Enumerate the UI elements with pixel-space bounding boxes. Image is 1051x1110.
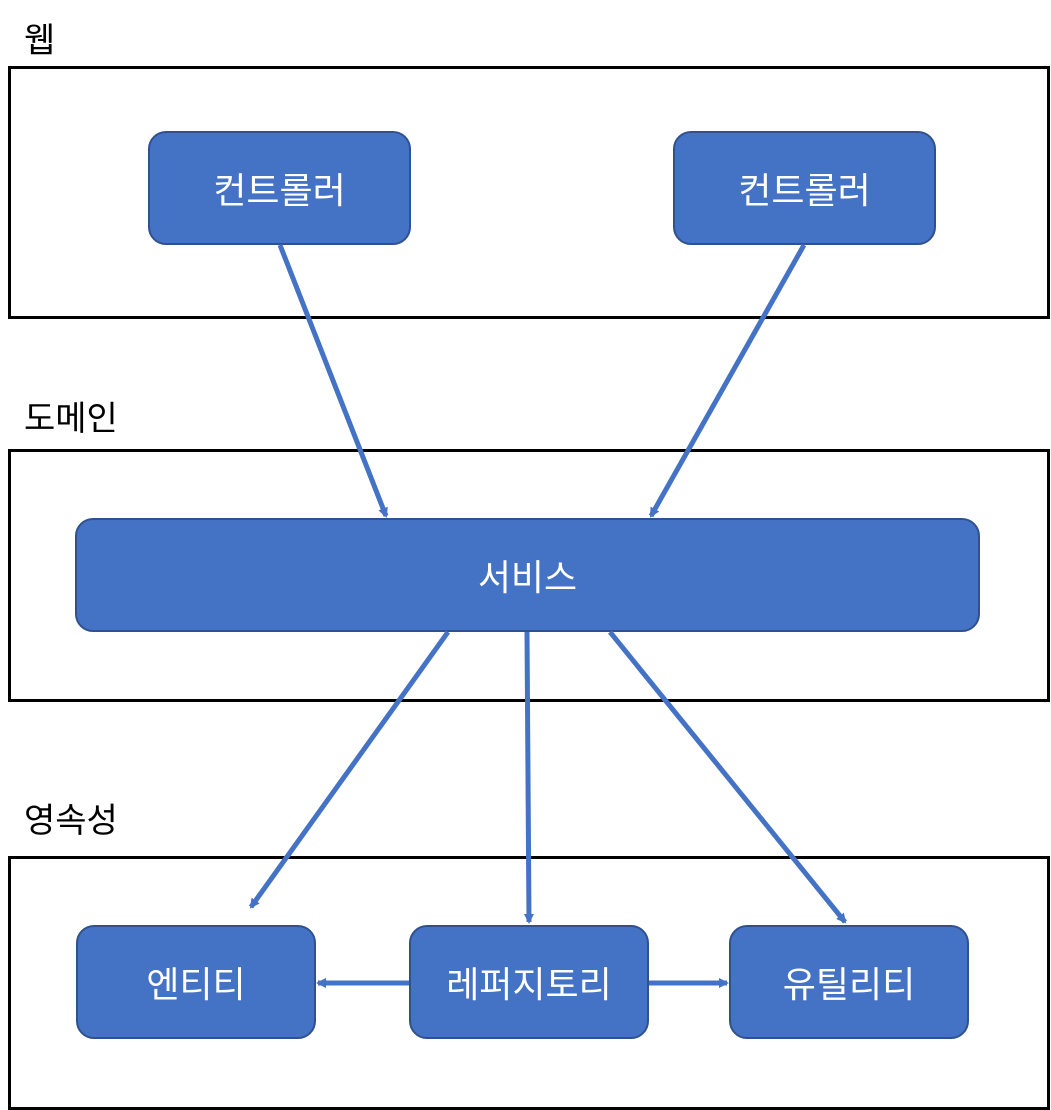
repository-node: 레퍼지토리 <box>409 925 649 1039</box>
arrow-service-to-entity <box>248 630 451 909</box>
web-layer-label: 웹 <box>24 21 56 61</box>
entity-node-label: 엔티티 <box>146 965 246 1006</box>
controller-node-left-label: 컨트롤러 <box>213 171 346 212</box>
domain-layer-label: 도메인 <box>24 399 118 439</box>
persistence-layer-label: 영속성 <box>24 801 118 841</box>
controller-node-left: 컨트롤러 <box>148 131 411 245</box>
service-node-label: 서비스 <box>477 558 578 599</box>
controller-node-right: 컨트롤러 <box>673 131 936 245</box>
arrow-service-to-utility <box>608 630 847 924</box>
utility-node: 유틸리티 <box>729 925 969 1039</box>
entity-node: 엔티티 <box>76 925 316 1039</box>
arrow-controller-left-to-service <box>277 244 389 518</box>
utility-node-label: 유틸리티 <box>782 965 916 1006</box>
service-node: 서비스 <box>75 518 980 632</box>
repository-node-label: 레퍼지토리 <box>446 965 612 1006</box>
arrow-controller-right-to-service <box>648 243 807 518</box>
controller-node-right-label: 컨트롤러 <box>738 171 871 212</box>
arrow-service-to-repository <box>523 631 534 924</box>
